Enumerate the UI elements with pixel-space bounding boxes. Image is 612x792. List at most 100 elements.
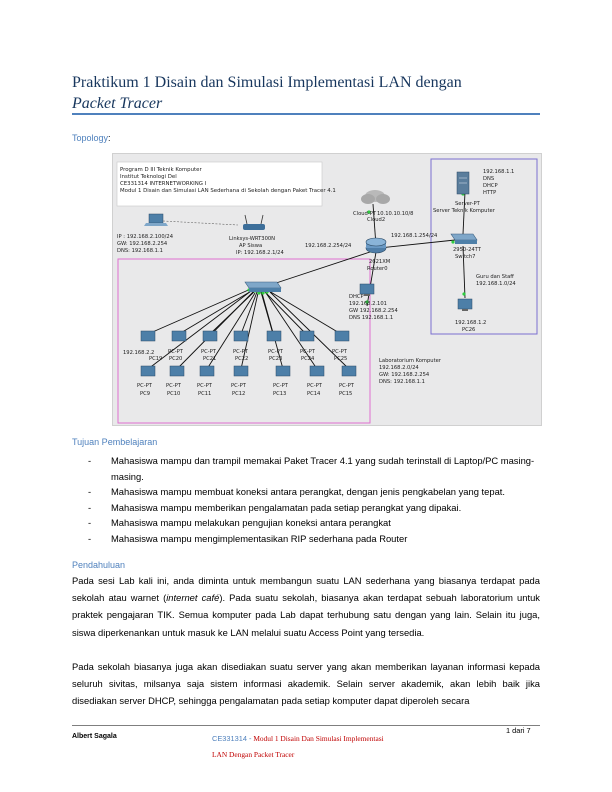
bottom-pc-icons xyxy=(140,365,357,377)
svg-text:Server-PT: Server-PT xyxy=(455,201,481,207)
server-text: 192.168.1.1 DNS DHCP HTTP Server-PT Serv… xyxy=(433,169,514,214)
router-icon xyxy=(365,237,387,254)
svg-text:PC14: PC14 xyxy=(307,391,321,397)
intro-paragraph-1: Pada sesi Lab kali ini, anda diminta unt… xyxy=(72,575,540,638)
intro-paragraph-2: Pada sekolah biasanya juga akan disediak… xyxy=(72,661,540,707)
svg-text:PC-PT: PC-PT xyxy=(168,349,184,355)
svg-text:PC23: PC23 xyxy=(269,356,282,362)
objectives-list: -Mahasiswa mampu dan trampil memakai Pak… xyxy=(88,453,540,547)
info-box-text: Program D III Teknik Komputer Institut T… xyxy=(120,167,336,194)
svg-text:PC-PT: PC-PT xyxy=(300,349,316,355)
svg-text:DHCP: DHCP xyxy=(483,183,498,189)
list-item: -Mahasiswa mampu memberikan pengalamatan… xyxy=(88,501,462,513)
svg-text:PC-PT: PC-PT xyxy=(197,383,213,389)
svg-text:PC-PT: PC-PT xyxy=(137,383,153,389)
topology-svg: Program D III Teknik Komputer Institut T… xyxy=(116,158,538,424)
cloud-text: 10.10.10.10/8 Cloud-PT Cloud2 xyxy=(353,211,413,223)
lab-switch-icon xyxy=(244,281,282,292)
svg-text:Linksys-WRT300N: Linksys-WRT300N xyxy=(229,236,275,242)
laptop-icon xyxy=(144,213,168,226)
svg-text:PC22: PC22 xyxy=(235,356,248,362)
footer-module-title: CE331314 - Modul 1 Disain Dan Simulasi I… xyxy=(212,734,384,759)
dhcp-note-text: DHCP 192.168.2.101 GW 192.168.2.254 DNS … xyxy=(349,294,398,321)
svg-text:192.168.1.1: 192.168.1.1 xyxy=(483,169,514,175)
svg-text:10.10.10.10/8: 10.10.10.10/8 xyxy=(377,211,413,217)
svg-text:Program D III Teknik Komputer: Program D III Teknik Komputer xyxy=(120,167,202,173)
footer-divider xyxy=(72,725,540,726)
svg-text:PC-PT: PC-PT xyxy=(273,383,289,389)
switch7-icon xyxy=(450,233,478,244)
laptop-ip-text: IP : 192.168.2.100/24 GW: 192.168.2.254 … xyxy=(117,234,174,254)
pc26-icon xyxy=(457,298,473,311)
dhcp-pc-icon xyxy=(359,283,375,296)
cables xyxy=(147,191,466,370)
svg-text:GW: 192.168.2.254: GW: 192.168.2.254 xyxy=(117,241,168,247)
svg-text:PC-PT: PC-PT xyxy=(231,383,247,389)
title-underline xyxy=(72,113,540,115)
access-point-icon xyxy=(243,214,265,230)
svg-text:192.168.2.254/24: 192.168.2.254/24 xyxy=(305,243,352,249)
footer-author: Albert Sagala xyxy=(72,733,117,740)
svg-text:PC-PT: PC-PT xyxy=(233,349,249,355)
svg-text:IP: 192.168.2.1/24: IP: 192.168.2.1/24 xyxy=(236,250,284,256)
svg-text:PC12: PC12 xyxy=(232,391,245,397)
svg-text:DNS 192.168.1.1: DNS 192.168.1.1 xyxy=(349,315,393,321)
svg-text:PC24: PC24 xyxy=(301,356,315,362)
svg-text:Cloud2: Cloud2 xyxy=(367,217,385,223)
svg-text:DNS: DNS xyxy=(483,176,494,182)
svg-text:2621XM: 2621XM xyxy=(369,259,390,265)
svg-text:AP Siswa: AP Siswa xyxy=(239,243,262,249)
svg-text:192.168.2.101: 192.168.2.101 xyxy=(349,301,387,307)
switch7-text: 2950-24TT Switch7 xyxy=(453,247,482,260)
network-topology-diagram: Program D III Teknik Komputer Institut T… xyxy=(112,153,542,426)
svg-text:Server Teknik Komputer: Server Teknik Komputer xyxy=(433,208,496,214)
title-line-1: Praktikum 1 Disain dan Simulasi Implemen… xyxy=(72,74,462,91)
lab-zone-box xyxy=(117,258,371,424)
pc26-text: 192.168.1.2 PC26 xyxy=(455,320,486,333)
svg-text:Institut Teknologi Del: Institut Teknologi Del xyxy=(120,174,177,180)
svg-text:DNS: 192.168.1.1: DNS: 192.168.1.1 xyxy=(379,379,425,385)
svg-text:PC-PT: PC-PT xyxy=(268,349,284,355)
intro-heading: Pendahuluan xyxy=(72,560,126,570)
svg-text:Cloud-PT: Cloud-PT xyxy=(353,211,377,217)
svg-text:PC19: PC19 xyxy=(149,356,162,362)
svg-text:Router0: Router0 xyxy=(367,266,388,272)
server-icon xyxy=(456,171,470,195)
info-box-background xyxy=(116,161,323,207)
svg-text:192.168.1.2: 192.168.1.2 xyxy=(455,320,486,326)
svg-text:Laboratorium Komputer: Laboratorium Komputer xyxy=(379,358,442,364)
svg-text:192.168.2.0/24: 192.168.2.0/24 xyxy=(379,365,419,371)
svg-text:PC15: PC15 xyxy=(339,391,352,397)
svg-text:PC-PT: PC-PT xyxy=(332,349,348,355)
footer-page-number: 1 dari 7 xyxy=(506,726,531,735)
svg-text:GW: 192.168.2.254: GW: 192.168.2.254 xyxy=(379,372,430,378)
svg-text:PC10: PC10 xyxy=(167,391,180,397)
wireless-link xyxy=(162,220,239,226)
svg-text:Guru dan Staff: Guru dan Staff xyxy=(476,274,514,280)
title-line-2: Packet Tracer xyxy=(72,95,163,112)
svg-text:PC20: PC20 xyxy=(169,356,182,362)
svg-text:PC-PT: PC-PT xyxy=(201,349,217,355)
svg-text:192.168.1.254/24: 192.168.1.254/24 xyxy=(391,233,438,239)
ap-text: Linksys-WRT300N AP Siswa IP: 192.168.2.1… xyxy=(229,236,284,256)
svg-text:HTTP: HTTP xyxy=(483,190,496,196)
list-item: -Mahasiswa mampu membuat koneksi antara … xyxy=(88,486,505,498)
svg-text:PC-PT: PC-PT xyxy=(339,383,355,389)
svg-text:PC13: PC13 xyxy=(273,391,286,397)
top-pc-ip-text: 192.168.2.2 xyxy=(123,350,154,356)
list-item: -Mahasiswa mampu mengimplementasikan RIP… xyxy=(88,532,408,544)
router-text: 192.168.2.254/24 192.168.1.254/24 2621XM… xyxy=(305,233,438,272)
cloud-icon xyxy=(361,190,390,204)
svg-text:GW 192.168.2.254: GW 192.168.2.254 xyxy=(349,308,398,314)
svg-text:PC9: PC9 xyxy=(140,391,150,397)
objectives-heading: Tujuan Pembelajaran xyxy=(72,437,158,447)
svg-text:PC25: PC25 xyxy=(334,356,347,362)
bottom-pc-labels: PC-PT PC9 PC-PT PC10 PC-PT PC11 PC-PT PC… xyxy=(137,383,355,397)
svg-text:PC-PT: PC-PT xyxy=(307,383,323,389)
svg-text:PC11: PC11 xyxy=(198,391,211,397)
svg-text:Modul 1 Disain dan Simulasi LA: Modul 1 Disain dan Simulasi LAN Sederhan… xyxy=(120,188,336,194)
server-zone-box xyxy=(430,158,538,335)
svg-text:PC-PT: PC-PT xyxy=(166,383,182,389)
svg-text:2950-24TT: 2950-24TT xyxy=(453,247,482,253)
svg-text:DNS: 192.168.1.1: DNS: 192.168.1.1 xyxy=(117,248,163,254)
